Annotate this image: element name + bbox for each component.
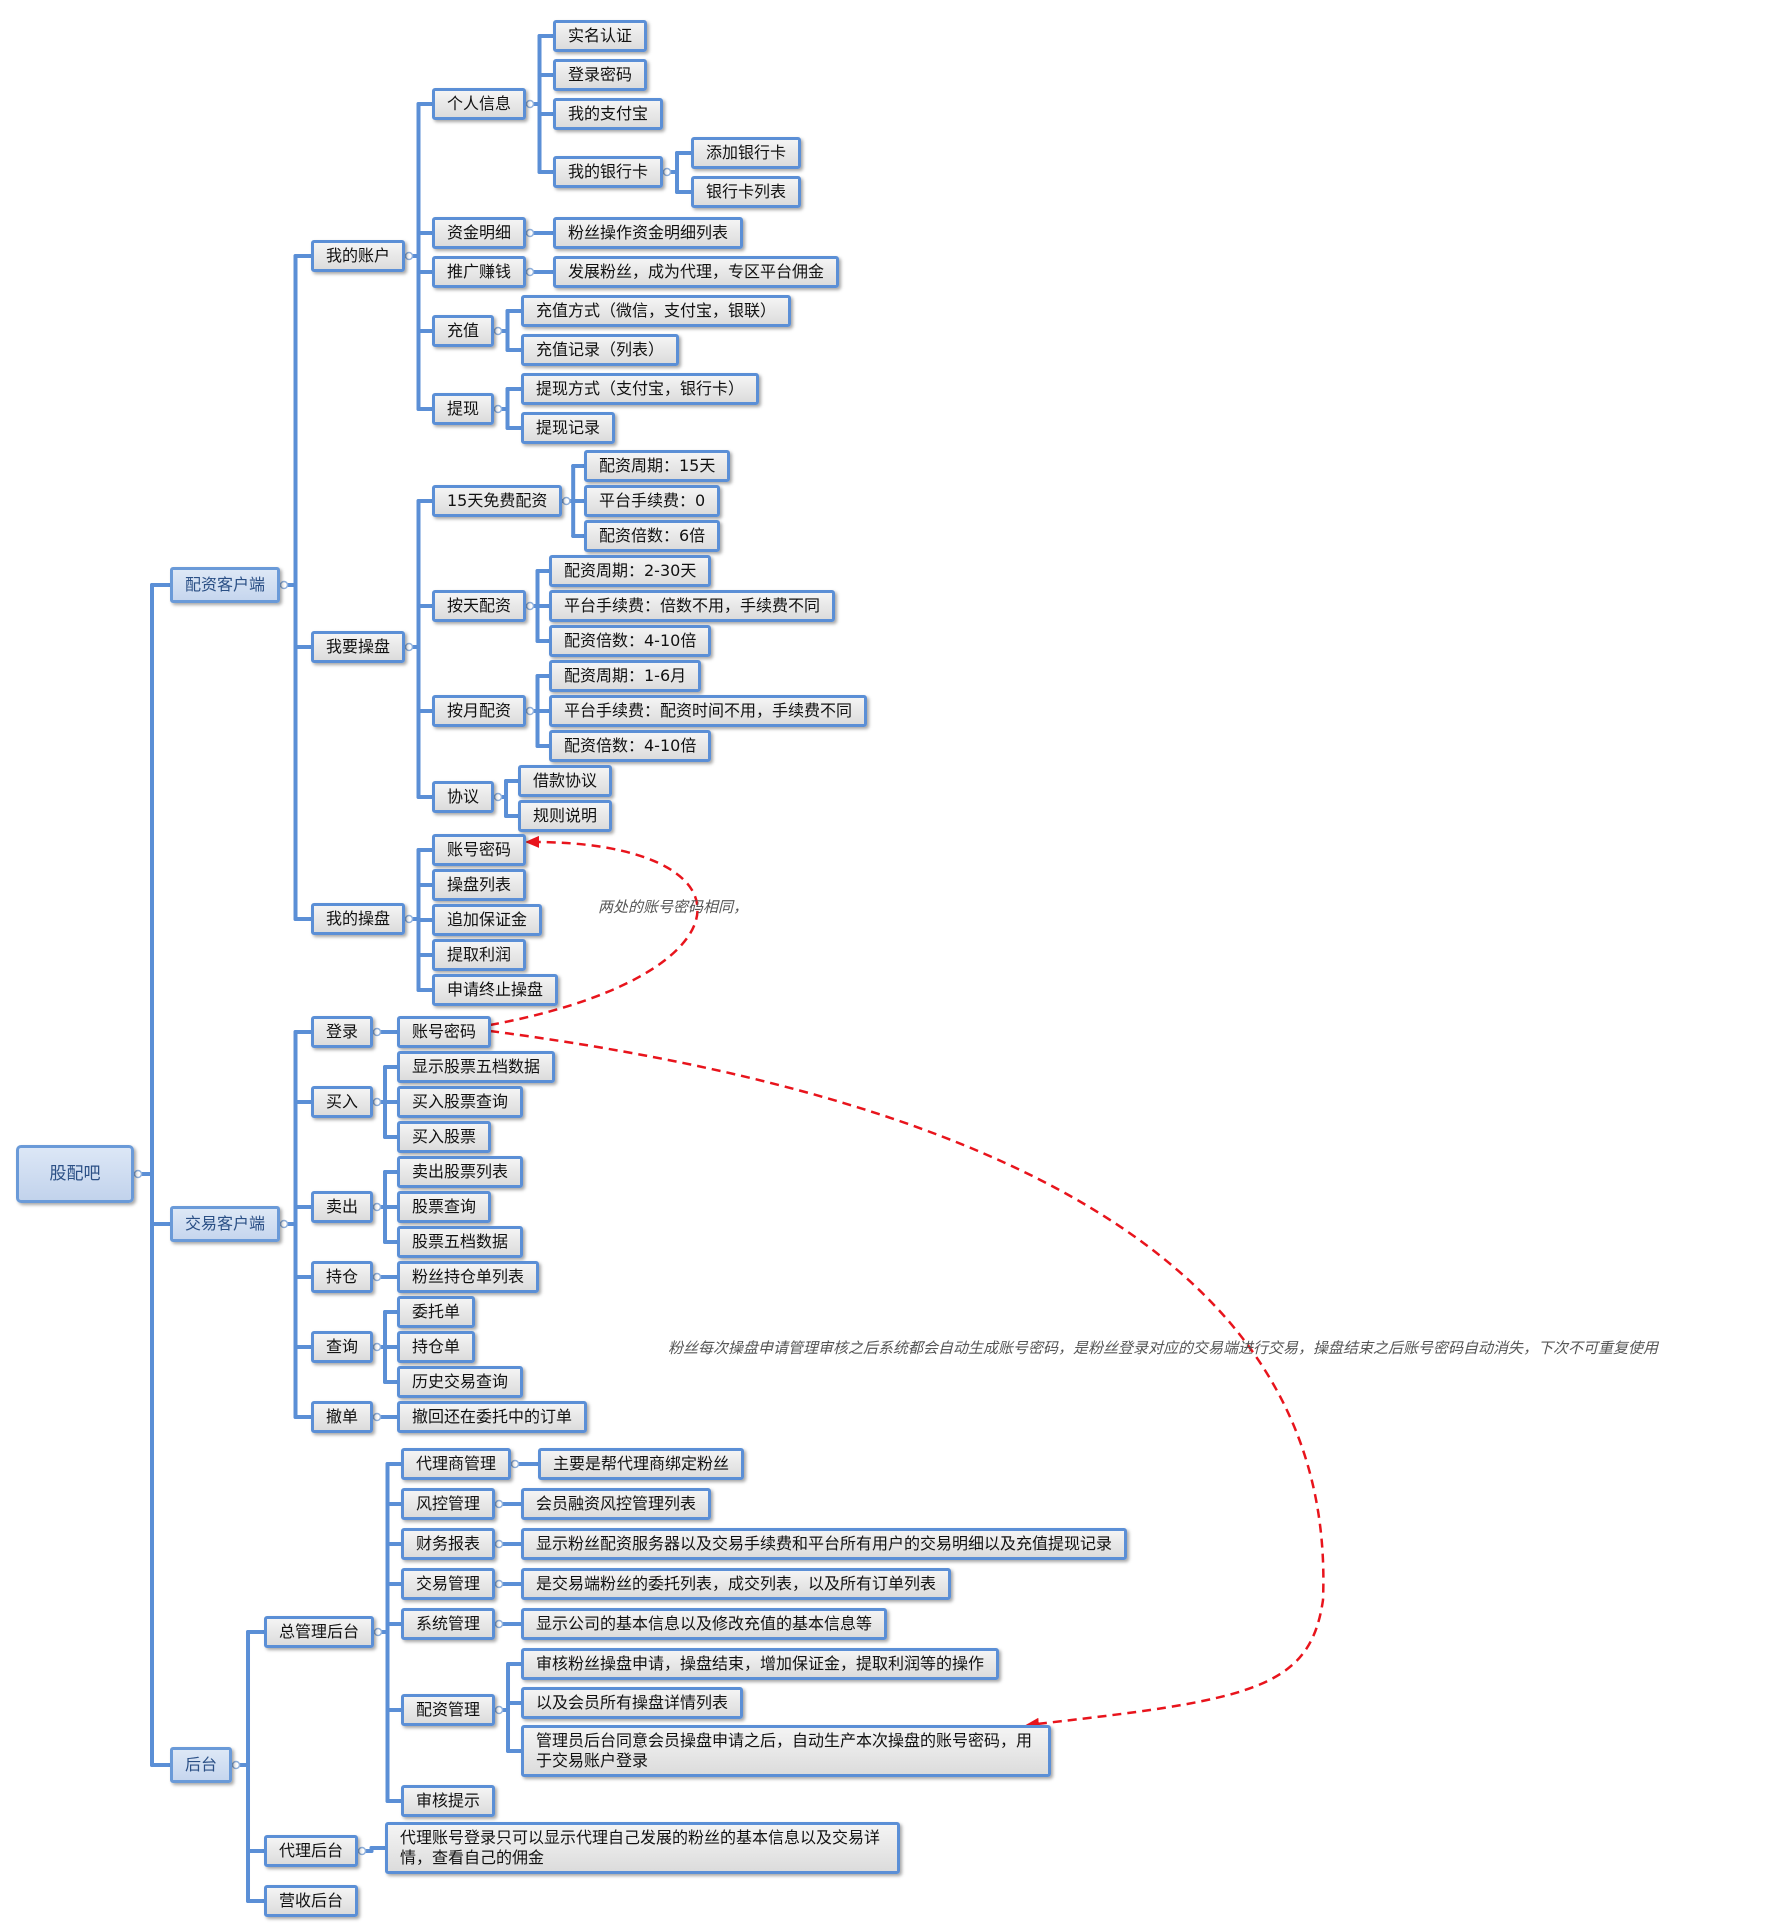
leaf-promo-desc[interactable]: 发展粉丝，成为代理，专区平台佣金 — [553, 256, 840, 288]
node-finance-report[interactable]: 财务报表 — [401, 1528, 496, 1560]
leaf-buy-stock[interactable]: 买入股票 — [397, 1121, 492, 1153]
node-funds[interactable]: 资金明细 — [432, 217, 527, 249]
leaf-rules[interactable]: 规则说明 — [518, 800, 613, 832]
leaf-bank-card-list[interactable]: 银行卡列表 — [691, 176, 802, 208]
node-agent-backend[interactable]: 代理后台 — [264, 1835, 359, 1867]
leaf-withdraw-methods[interactable]: 提现方式（支付宝，银行卡） — [521, 373, 760, 405]
node-personal-info[interactable]: 个人信息 — [432, 88, 527, 120]
leaf-entrust-order[interactable]: 委托单 — [397, 1296, 476, 1328]
leaf-daily-multiple[interactable]: 配资倍数：4-10倍 — [549, 625, 712, 657]
leaf-daily-fee[interactable]: 平台手续费：倍数不用，手续费不同 — [549, 590, 836, 622]
node-buy[interactable]: 买入 — [311, 1086, 374, 1118]
leaf-sell-list[interactable]: 卖出股票列表 — [397, 1156, 524, 1188]
leaf-agent-mgmt-desc[interactable]: 主要是帮代理商绑定粉丝 — [538, 1448, 745, 1480]
leaf-trading-account-password[interactable]: 账号密码 — [397, 1016, 492, 1048]
leaf-daily-period[interactable]: 配资周期：2-30天 — [549, 555, 712, 587]
leaf-funding-list[interactable]: 以及会员所有操盘详情列表 — [521, 1687, 744, 1719]
node-promo[interactable]: 推广赚钱 — [432, 256, 527, 288]
node-review-tips[interactable]: 审核提示 — [401, 1785, 496, 1817]
leaf-agent-backend-desc[interactable]: 代理账号登录只可以显示代理自己发展的粉丝的基本信息以及交易详情，查看自己的佣金 — [385, 1822, 900, 1874]
relation-arrow-same-password — [489, 835, 699, 1027]
node-daily[interactable]: 按天配资 — [432, 590, 527, 622]
node-revenue-backend[interactable]: 营收后台 — [264, 1885, 359, 1917]
branch-trading[interactable]: 交易客户端 — [170, 1206, 281, 1242]
leaf-history-query[interactable]: 历史交易查询 — [397, 1366, 524, 1398]
leaf-add-bank-card[interactable]: 添加银行卡 — [691, 137, 802, 169]
node-funding-mgmt[interactable]: 配资管理 — [401, 1694, 496, 1726]
leaf-login-password[interactable]: 登录密码 — [553, 59, 648, 91]
leaf-free15-period[interactable]: 配资周期：15天 — [584, 450, 731, 482]
leaf-withdraw-profit[interactable]: 提取利润 — [432, 939, 527, 971]
node-recharge[interactable]: 充值 — [432, 315, 495, 347]
leaf-monthly-multiple[interactable]: 配资倍数：4-10倍 — [549, 730, 712, 762]
leaf-alipay[interactable]: 我的支付宝 — [553, 98, 664, 130]
node-trade-mgmt[interactable]: 交易管理 — [401, 1568, 496, 1600]
leaf-free15-fee[interactable]: 平台手续费：0 — [584, 485, 721, 517]
leaf-funding-review[interactable]: 审核粉丝操盘申请，操盘结束，增加保证金，提取利润等的操作 — [521, 1648, 1000, 1680]
node-agreement[interactable]: 协议 — [432, 781, 495, 813]
leaf-hold-order[interactable]: 持仓单 — [397, 1331, 476, 1363]
leaf-funding-auto-account[interactable]: 管理员后台同意会员操盘申请之后，自动生产本次操盘的账号密码，用于交易账户登录 — [521, 1725, 1051, 1777]
leaf-monthly-fee[interactable]: 平台手续费：配资时间不用，手续费不同 — [549, 695, 868, 727]
leaf-finance-desc[interactable]: 显示粉丝配资服务器以及交易手续费和平台所有用户的交易明细以及充值提现记录 — [521, 1528, 1128, 1560]
node-agent-mgmt[interactable]: 代理商管理 — [401, 1448, 512, 1480]
node-risk-mgmt[interactable]: 风控管理 — [401, 1488, 496, 1520]
leaf-monthly-period[interactable]: 配资周期：1-6月 — [549, 660, 702, 692]
leaf-recharge-methods[interactable]: 充值方式（微信，支付宝，银联） — [521, 295, 792, 327]
node-query[interactable]: 查询 — [311, 1331, 374, 1363]
leaf-stock-five-levels[interactable]: 股票五档数据 — [397, 1226, 524, 1258]
leaf-my-trade-account-password[interactable]: 账号密码 — [432, 834, 527, 866]
leaf-trade-mgmt-desc[interactable]: 是交易端粉丝的委托列表，成交列表，以及所有订单列表 — [521, 1568, 952, 1600]
node-my-trade[interactable]: 我的操盘 — [311, 903, 406, 935]
branch-client[interactable]: 配资客户端 — [170, 567, 281, 603]
node-trade-want[interactable]: 我要操盘 — [311, 631, 406, 663]
leaf-stock-query[interactable]: 股票查询 — [397, 1191, 492, 1223]
leaf-withdraw-records[interactable]: 提现记录 — [521, 412, 616, 444]
leaf-funds-list[interactable]: 粉丝操作资金明细列表 — [553, 217, 744, 249]
note-same-password: 两处的账号密码相同， — [598, 898, 749, 916]
node-login[interactable]: 登录 — [311, 1016, 374, 1048]
leaf-risk-desc[interactable]: 会员融资风控管理列表 — [521, 1488, 712, 1520]
node-admin-backend[interactable]: 总管理后台 — [264, 1616, 375, 1648]
note-auto-account: 粉丝每次操盘申请管理审核之后系统都会自动生成账号密码，是粉丝登录对应的交易端进行… — [668, 1339, 1659, 1357]
node-withdraw[interactable]: 提现 — [432, 393, 495, 425]
leaf-recharge-records[interactable]: 充值记录（列表） — [521, 334, 680, 366]
node-bank-card[interactable]: 我的银行卡 — [553, 156, 664, 188]
leaf-buy-query[interactable]: 买入股票查询 — [397, 1086, 524, 1118]
leaf-free15-multiple[interactable]: 配资倍数：6倍 — [584, 520, 721, 552]
leaf-real-name[interactable]: 实名认证 — [553, 20, 648, 52]
leaf-loan-agreement[interactable]: 借款协议 — [518, 765, 613, 797]
leaf-cancel-orders[interactable]: 撤回还在委托中的订单 — [397, 1401, 588, 1433]
leaf-my-trade-list[interactable]: 操盘列表 — [432, 869, 527, 901]
branch-backend[interactable]: 后台 — [170, 1747, 233, 1783]
node-hold[interactable]: 持仓 — [311, 1261, 374, 1293]
node-my-account[interactable]: 我的账户 — [311, 240, 406, 272]
leaf-hold-list[interactable]: 粉丝持仓单列表 — [397, 1261, 540, 1293]
node-cancel[interactable]: 撤单 — [311, 1401, 374, 1433]
leaf-system-desc[interactable]: 显示公司的基本信息以及修改充值的基本信息等 — [521, 1608, 888, 1640]
node-sell[interactable]: 卖出 — [311, 1191, 374, 1223]
node-system-mgmt[interactable]: 系统管理 — [401, 1608, 496, 1640]
leaf-add-margin[interactable]: 追加保证金 — [432, 904, 543, 936]
leaf-terminate-trade[interactable]: 申请终止操盘 — [432, 974, 559, 1006]
relation-arrow-auto-account — [489, 1029, 1325, 1730]
node-free-15[interactable]: 15天免费配资 — [432, 485, 563, 517]
root-node[interactable]: 股配吧 — [16, 1145, 134, 1203]
leaf-show-five-levels[interactable]: 显示股票五档数据 — [397, 1051, 556, 1083]
node-monthly[interactable]: 按月配资 — [432, 695, 527, 727]
